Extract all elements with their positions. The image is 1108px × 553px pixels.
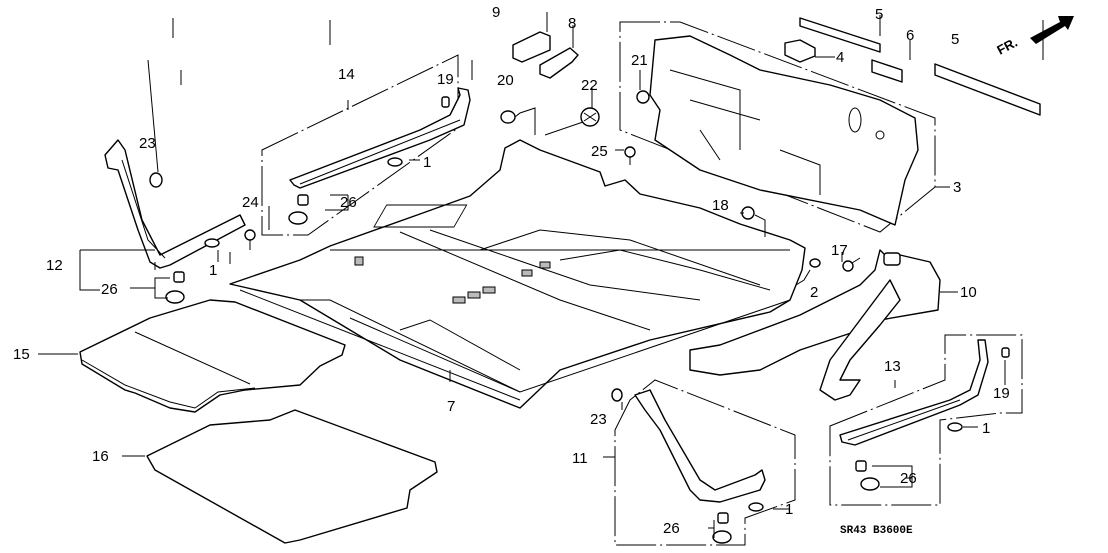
part-21-clip[interactable] (636, 90, 650, 104)
callout-26: 26 (900, 470, 917, 487)
callout-19: 19 (993, 385, 1010, 402)
callout-5: 5 (875, 6, 883, 23)
leader-lines (130, 12, 1044, 538)
callout-1: 1 (209, 262, 217, 279)
part-22-plug[interactable] (544, 107, 600, 136)
callout-26: 26 (340, 194, 357, 211)
part-6-block[interactable] (871, 59, 903, 83)
part-18-clip[interactable] (741, 206, 766, 237)
part-4-bracket[interactable] (784, 39, 816, 63)
callout-21: 21 (631, 52, 648, 69)
part-9-pad[interactable] (512, 31, 551, 63)
front-direction-indicator: FR. (994, 16, 1074, 58)
callout-1: 1 (423, 154, 431, 171)
sill-plate-right-part[interactable] (829, 334, 1023, 506)
cargo-mat-part[interactable] (122, 409, 438, 544)
callout-15: 15 (13, 346, 30, 363)
callout-26: 26 (663, 520, 680, 537)
part-25-screw[interactable] (624, 146, 636, 165)
callout-23: 23 (139, 135, 156, 152)
callout-26: 26 (101, 281, 118, 298)
callout-6: 6 (906, 27, 914, 44)
callout-12: 12 (46, 257, 63, 274)
callout-1: 1 (785, 501, 793, 518)
part-24-screw[interactable] (244, 229, 256, 250)
callout-24: 24 (242, 194, 259, 211)
part-5-strip-a[interactable] (799, 17, 881, 53)
rear-panel-trim-part[interactable] (619, 21, 950, 233)
callout-2: 2 (810, 284, 818, 301)
callout-20: 20 (497, 72, 514, 89)
cargo-floor-board-part[interactable] (38, 299, 346, 413)
front-label: FR. (994, 35, 1020, 58)
callout-3: 3 (953, 179, 961, 196)
callout-labels: 1 1 1 1 2 3 4 5 5 6 7 8 9 10 11 12 13 14… (13, 4, 1010, 537)
callout-7: 7 (447, 398, 455, 415)
callout-17: 17 (831, 242, 848, 259)
callout-18: 18 (712, 197, 729, 214)
part-26-clips[interactable] (165, 194, 880, 544)
callout-10: 10 (960, 284, 977, 301)
callout-23: 23 (590, 411, 607, 428)
part-23-clip-right[interactable] (611, 388, 623, 402)
part-5-strip-b[interactable] (934, 63, 1041, 116)
diagram-code: SR43 B3600E (840, 525, 913, 537)
part-19-clip-left[interactable] (441, 96, 450, 108)
callout-19: 19 (437, 71, 454, 88)
part-1-washers[interactable] (204, 157, 963, 512)
part-8-pad[interactable] (539, 47, 579, 79)
callout-9: 9 (492, 4, 500, 21)
callout-1: 1 (982, 420, 990, 437)
part-20-grommet[interactable] (500, 107, 536, 135)
callout-8: 8 (568, 15, 576, 32)
front-arrow-icon (1030, 16, 1074, 44)
side-trim-left-part[interactable] (79, 139, 246, 291)
part-19-clip-right[interactable] (1001, 347, 1010, 358)
callout-13: 13 (884, 358, 901, 375)
callout-16: 16 (92, 448, 109, 465)
callout-14: 14 (338, 66, 355, 83)
side-trim-right-part[interactable] (689, 249, 958, 401)
callout-22: 22 (581, 77, 598, 94)
callout-11: 11 (572, 450, 588, 467)
callout-4: 4 (836, 49, 844, 66)
sill-plate-rear-left-part[interactable] (261, 54, 471, 236)
callout-5: 5 (951, 31, 959, 48)
rear-side-trim-part[interactable] (603, 379, 796, 546)
callout-25: 25 (591, 143, 608, 160)
part-17-screw[interactable] (842, 257, 861, 272)
floor-carpet-part[interactable] (229, 139, 806, 409)
part-23-clip-left[interactable] (149, 172, 163, 188)
